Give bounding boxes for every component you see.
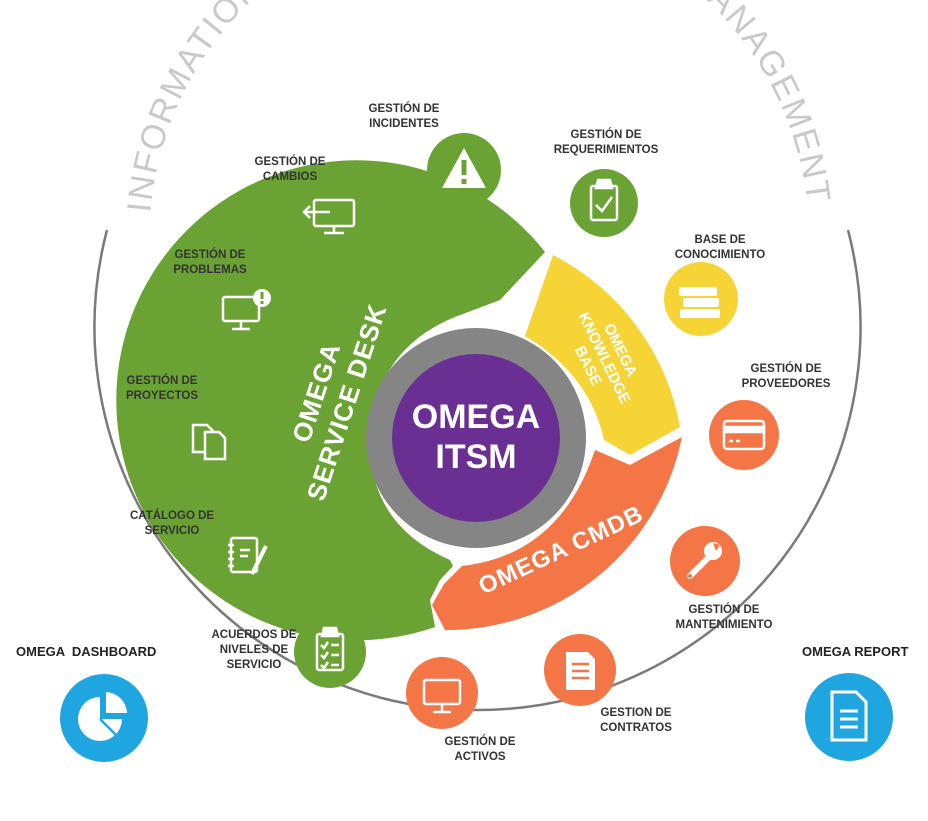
documents-icon xyxy=(191,423,227,461)
requerimientos-label-2: REQUERIMIENTOS xyxy=(554,144,659,156)
center-title-line1: OMEGA xyxy=(412,398,540,436)
proyectos-label-2: PROYECTOS xyxy=(126,390,198,402)
acuerdos-label-2: NIVELES DE xyxy=(220,644,289,656)
catalogo-label-1: CATÁLOGO DE xyxy=(130,509,214,522)
proveedores-label-1: GESTIÓN DE xyxy=(751,362,822,375)
requerimientos-label-1: GESTIÓN DE xyxy=(571,128,642,141)
checklist-icon xyxy=(315,626,345,672)
module-contratos[interactable]: GESTION DE CONTRATOS xyxy=(544,634,672,734)
catalogo-label-2: SERVICIO xyxy=(145,525,200,537)
cambios-label-2: CAMBIOS xyxy=(263,171,318,183)
conocimiento-label-1: BASE DE xyxy=(694,234,745,246)
cmdb-segment xyxy=(432,437,682,631)
module-proyectos[interactable]: GESTIÓN DE PROYECTOS xyxy=(126,374,243,474)
cambios-label-1: GESTIÓN DE xyxy=(255,155,326,168)
report-document-icon xyxy=(830,690,868,742)
module-requerimientos[interactable]: GESTIÓN DE REQUERIMIENTOS xyxy=(554,128,659,237)
center-purple-core xyxy=(392,354,560,522)
module-cambios[interactable]: GESTIÓN DE CAMBIOS xyxy=(255,155,369,248)
conocimiento-label-2: CONOCIMIENTO xyxy=(675,249,766,261)
mantenimiento-label-1: GESTIÓN DE xyxy=(689,603,760,616)
credit-card-icon xyxy=(722,419,766,451)
module-incidentes[interactable]: GESTIÓN DE INCIDENTES xyxy=(369,102,501,207)
omega-report[interactable]: OMEGA REPORT xyxy=(802,644,908,761)
report-label: OMEGA REPORT xyxy=(802,644,908,659)
center-title-line2: ITSM xyxy=(435,438,516,476)
notebook-pen-icon xyxy=(228,536,268,575)
mantenimiento-label-2: MANTENIMIENTO xyxy=(676,619,773,631)
pie-chart-icon xyxy=(78,692,127,741)
outer-ring xyxy=(93,229,862,712)
document-icon xyxy=(566,652,595,690)
clipboard-check-icon xyxy=(589,178,619,222)
module-problemas[interactable]: GESTIÓN DE PROBLEMAS xyxy=(173,248,278,346)
books-icon xyxy=(679,287,720,318)
incidentes-label-2: INCIDENTES xyxy=(369,118,439,130)
problemas-label-1: GESTIÓN DE xyxy=(175,248,246,261)
knowledge-base-segment xyxy=(525,255,680,455)
problemas-label-2: PROBLEMAS xyxy=(173,264,247,276)
module-proveedores[interactable]: GESTIÓN DE PROVEEDORES xyxy=(709,362,831,470)
module-mantenimiento[interactable]: GESTIÓN DE MANTENIMIENTO xyxy=(670,526,772,631)
monitor-arrow-icon xyxy=(302,198,356,235)
monitor-alert-icon xyxy=(221,289,271,331)
module-conocimiento[interactable]: BASE DE CONOCIMIENTO xyxy=(664,234,765,336)
warning-icon xyxy=(442,148,486,188)
wrench-icon xyxy=(687,542,722,579)
module-catalogo[interactable]: CATÁLOGO DE SERVICIO xyxy=(130,509,282,592)
dashboard-label: OMEGA DASHBOARD xyxy=(16,644,156,659)
acuerdos-label-1: ACUERDOS DE xyxy=(212,629,297,641)
outer-ring-top xyxy=(303,22,650,68)
monitor-icon xyxy=(422,678,462,714)
incidentes-label-1: GESTIÓN DE xyxy=(369,102,440,115)
omega-dashboard[interactable]: OMEGA DASHBOARD xyxy=(16,644,156,762)
service-desk-segment xyxy=(116,160,545,641)
activos-label-2: ACTIVOS xyxy=(454,751,505,763)
module-activos[interactable]: GESTIÓN DE ACTIVOS xyxy=(406,657,516,763)
module-acuerdos[interactable]: ACUERDOS DE NIVELES DE SERVICIO xyxy=(212,616,366,688)
proveedores-label-2: PROVEEDORES xyxy=(742,378,831,390)
contratos-label-2: CONTRATOS xyxy=(600,722,672,734)
contratos-label-1: GESTION DE xyxy=(601,707,672,719)
activos-label-1: GESTIÓN DE xyxy=(445,735,516,748)
proyectos-label-1: GESTIÓN DE xyxy=(127,374,198,387)
acuerdos-label-3: SERVICIO xyxy=(227,659,282,671)
